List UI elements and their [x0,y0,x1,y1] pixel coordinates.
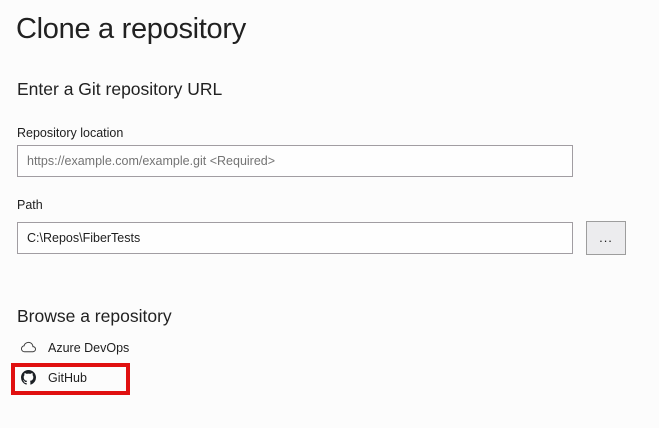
browse-item-label: Azure DevOps [48,340,130,355]
cloud-icon [21,340,36,355]
page-title: Clone a repository [16,13,246,45]
browse-item-label: GitHub [48,370,87,385]
repository-location-input[interactable] [17,145,573,177]
github-icon [21,370,36,385]
browse-section-heading: Browse a repository [17,306,172,326]
browse-item-github[interactable]: GitHub [21,370,87,385]
path-input[interactable] [17,222,573,254]
browse-item-azure-devops[interactable]: Azure DevOps [21,340,129,355]
browse-path-button[interactable]: ... [586,221,626,255]
url-section-heading: Enter a Git repository URL [17,79,223,99]
path-label: Path [17,198,43,212]
repository-location-label: Repository location [17,126,124,140]
